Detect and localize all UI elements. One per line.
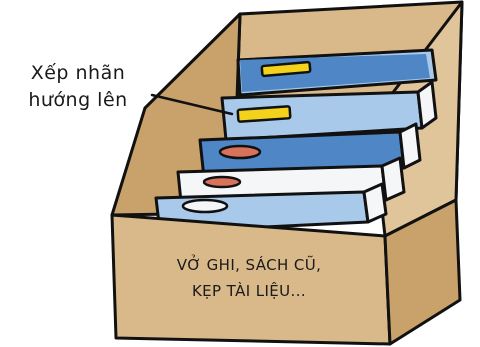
folder-3-label	[220, 146, 260, 158]
callout-line-1: Xếp nhãn	[8, 60, 148, 87]
box-label: VỞ GHI, SÁCH CŨ, KẸP TÀI LIỆU...	[135, 252, 363, 304]
folder-4-label	[204, 177, 240, 187]
folder-5-label	[183, 200, 227, 212]
box-label-line-2: KẸP TÀI LIỆU...	[135, 278, 363, 304]
box-label-line-1: VỞ GHI, SÁCH CŨ,	[135, 252, 363, 278]
folder-2-label	[238, 106, 291, 122]
callout-line-2: hướng lên	[8, 87, 148, 114]
callout-text: Xếp nhãn hướng lên	[8, 60, 148, 114]
